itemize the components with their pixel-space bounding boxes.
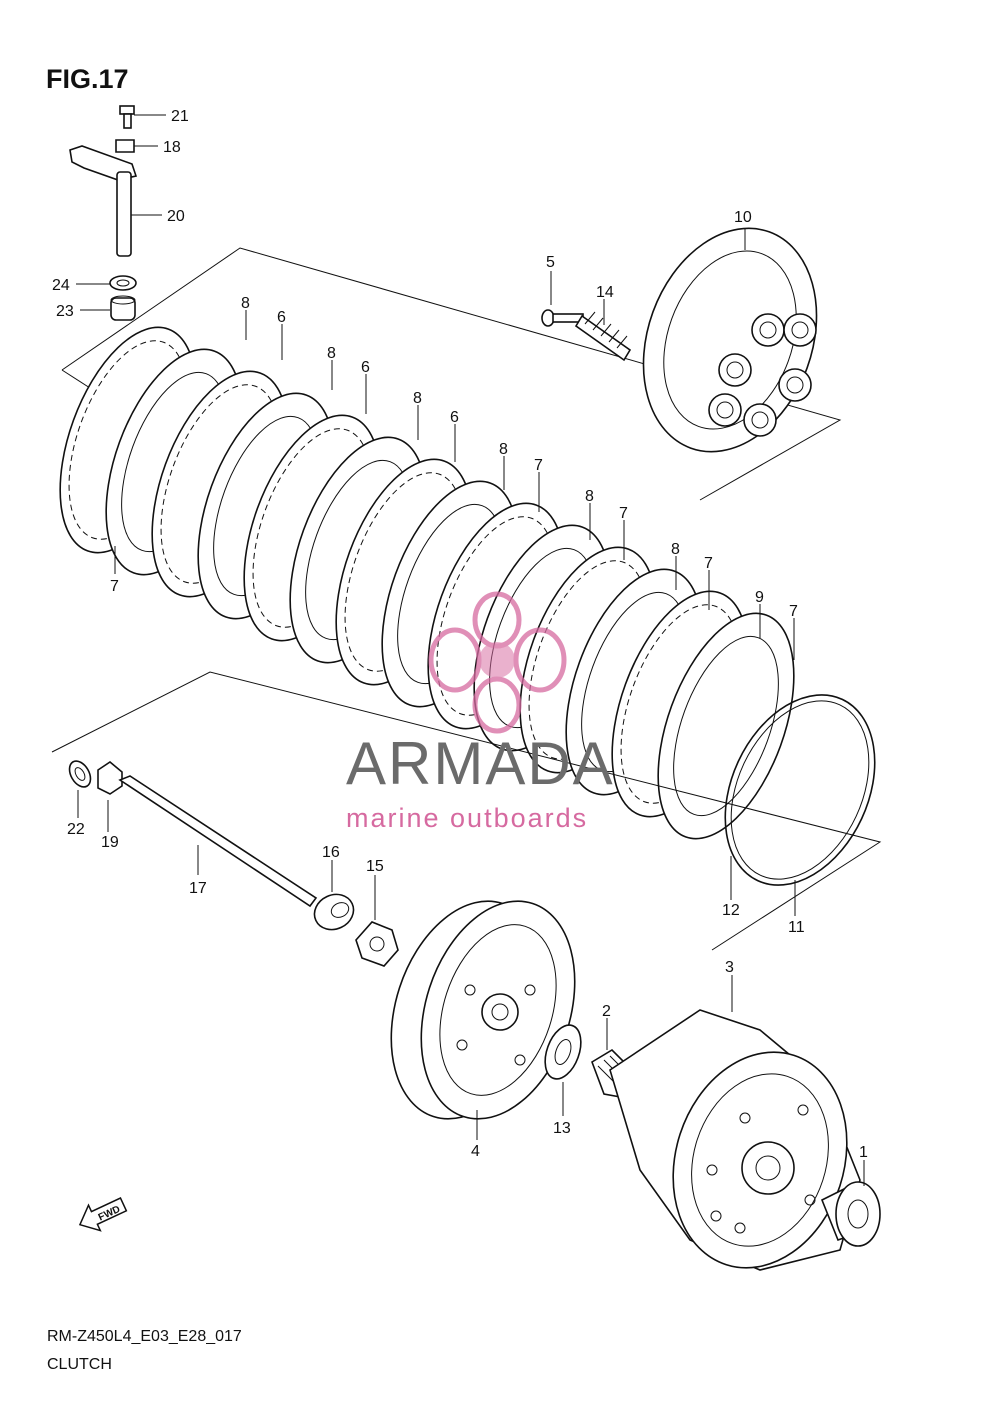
callout-4: 4	[471, 1143, 480, 1160]
callout-7: 7	[619, 505, 628, 522]
callout-1: 1	[859, 1144, 868, 1161]
clutch-housing	[609, 1009, 861, 1271]
callout-21: 21	[171, 108, 189, 125]
callout-7: 7	[704, 555, 713, 572]
callout-10: 10	[734, 209, 752, 226]
fwd-arrow-icon: FWD	[78, 1197, 128, 1232]
pushrod-frame	[51, 671, 882, 951]
plate-pack-frame	[61, 247, 842, 501]
callout-6: 6	[450, 409, 459, 426]
pressure-plate	[642, 227, 818, 453]
callout-8: 8	[585, 488, 594, 505]
callout-18: 18	[163, 139, 181, 156]
callout-16: 16	[322, 844, 340, 861]
oil-seal-24	[109, 275, 137, 291]
callout-14: 14	[596, 284, 614, 301]
callout-7: 7	[789, 603, 798, 620]
drive-plate	[657, 612, 795, 840]
callout-8: 8	[499, 441, 508, 458]
callout-8: 8	[241, 295, 250, 312]
callout-20: 20	[167, 208, 185, 225]
armada-watermark: ARMADA marine outboards	[346, 591, 615, 833]
plate-leaders	[114, 310, 796, 916]
callout-9: 9	[755, 589, 764, 606]
diagram-code: RM-Z450L4_E03_E28_017	[47, 1328, 242, 1345]
callout-2: 2	[602, 1003, 611, 1020]
callout-13: 13	[553, 1120, 571, 1137]
callout-19: 19	[101, 834, 119, 851]
callout-11: 11	[788, 919, 805, 936]
wire-rings	[724, 694, 876, 886]
release-shaft-assembly	[69, 105, 138, 321]
figure-title: FIG.17	[46, 64, 129, 94]
callout-8: 8	[327, 345, 336, 362]
watermark-tagline: marine outboards	[346, 803, 588, 833]
push-rod-assembly	[68, 760, 318, 908]
callout-7: 7	[534, 457, 543, 474]
spacer-1	[820, 1181, 881, 1247]
release-shaft	[116, 171, 132, 257]
bearing-and-washer	[313, 893, 399, 967]
callout-8: 8	[413, 390, 422, 407]
callout-8: 8	[671, 541, 680, 558]
diagram-name: CLUTCH	[47, 1356, 112, 1373]
callout-7: 7	[110, 578, 119, 595]
clutch-plate-stack	[59, 326, 795, 840]
flower-logo-icon	[428, 591, 567, 734]
callout-6: 6	[361, 359, 370, 376]
callout-22: 22	[67, 821, 85, 838]
callout-23: 23	[56, 303, 74, 320]
callout-24: 24	[52, 277, 70, 294]
callout-12: 12	[722, 902, 740, 919]
bolt-and-spring	[541, 309, 632, 362]
callout-17: 17	[189, 880, 207, 897]
washer-13	[544, 1024, 582, 1080]
drive-plate-teeth	[673, 635, 779, 817]
callout-3: 3	[725, 959, 734, 976]
leaders-top-left	[76, 114, 166, 311]
callout-6: 6	[277, 309, 286, 326]
watermark-brand: ARMADA	[346, 730, 615, 797]
bolt-21	[119, 105, 135, 129]
clutch-hub	[390, 900, 576, 1120]
bearing-23	[110, 297, 136, 321]
callout-5: 5	[546, 254, 555, 271]
plate-18	[115, 139, 135, 153]
callout-15: 15	[366, 858, 384, 875]
